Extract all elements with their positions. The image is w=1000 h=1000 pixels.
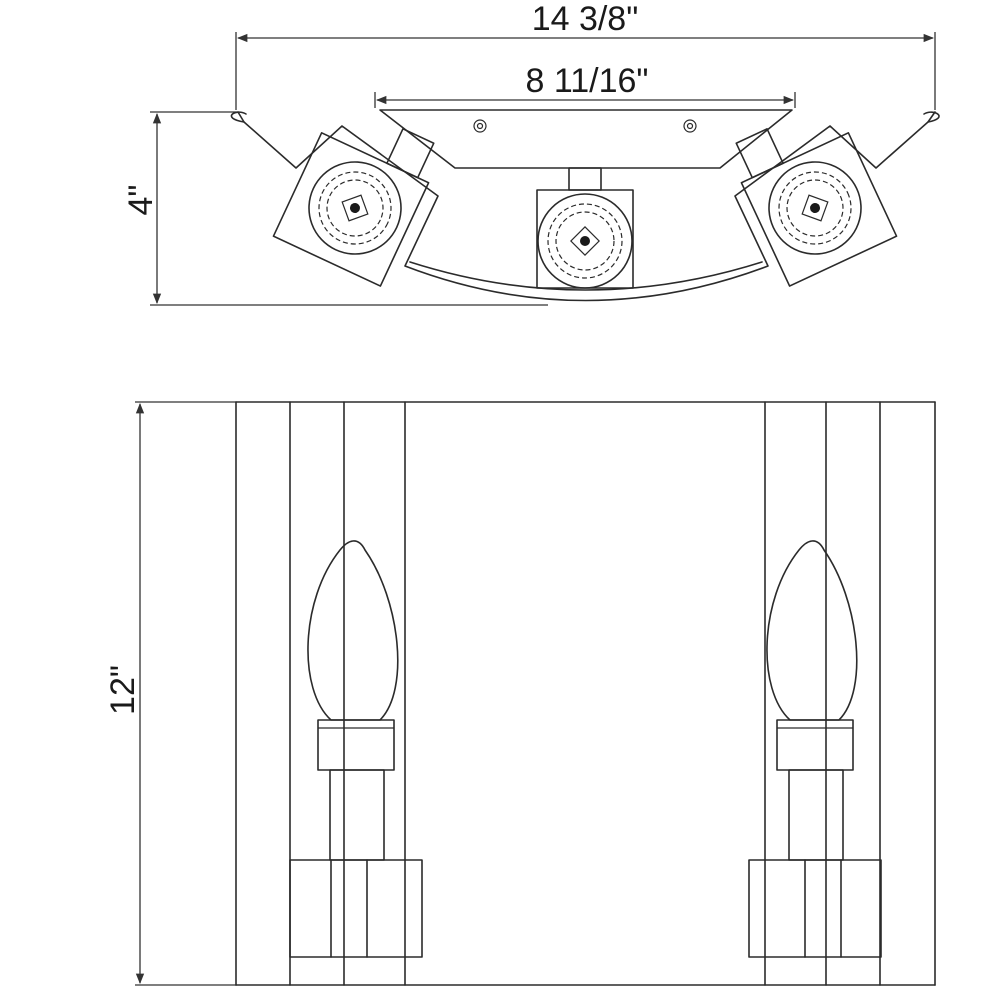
overall-width-dimension: 14 3/8" [235,0,936,110]
backplate-width-dimension: 8 11/16" [374,62,796,108]
backplate-width-label: 8 11/16" [526,62,649,100]
left-socket-top [272,128,435,287]
right-candle [748,540,882,958]
height-label: 12" [104,665,142,715]
front-frame [235,401,936,986]
top-view: 14 3/8" 8 11/16" 4" [122,0,940,306]
depth-label: 4" [122,185,160,216]
depth-dimension: 4" [122,111,548,306]
left-bulb [307,540,399,721]
overall-width-label: 14 3/8" [532,0,639,38]
right-bulb [766,540,858,721]
front-view: 12" [104,401,936,986]
center-socket-top [536,167,634,289]
left-candle [289,540,423,958]
height-dimension: 12" [104,401,236,986]
right-socket-top [735,128,898,287]
fixture-top-outline [230,109,940,302]
